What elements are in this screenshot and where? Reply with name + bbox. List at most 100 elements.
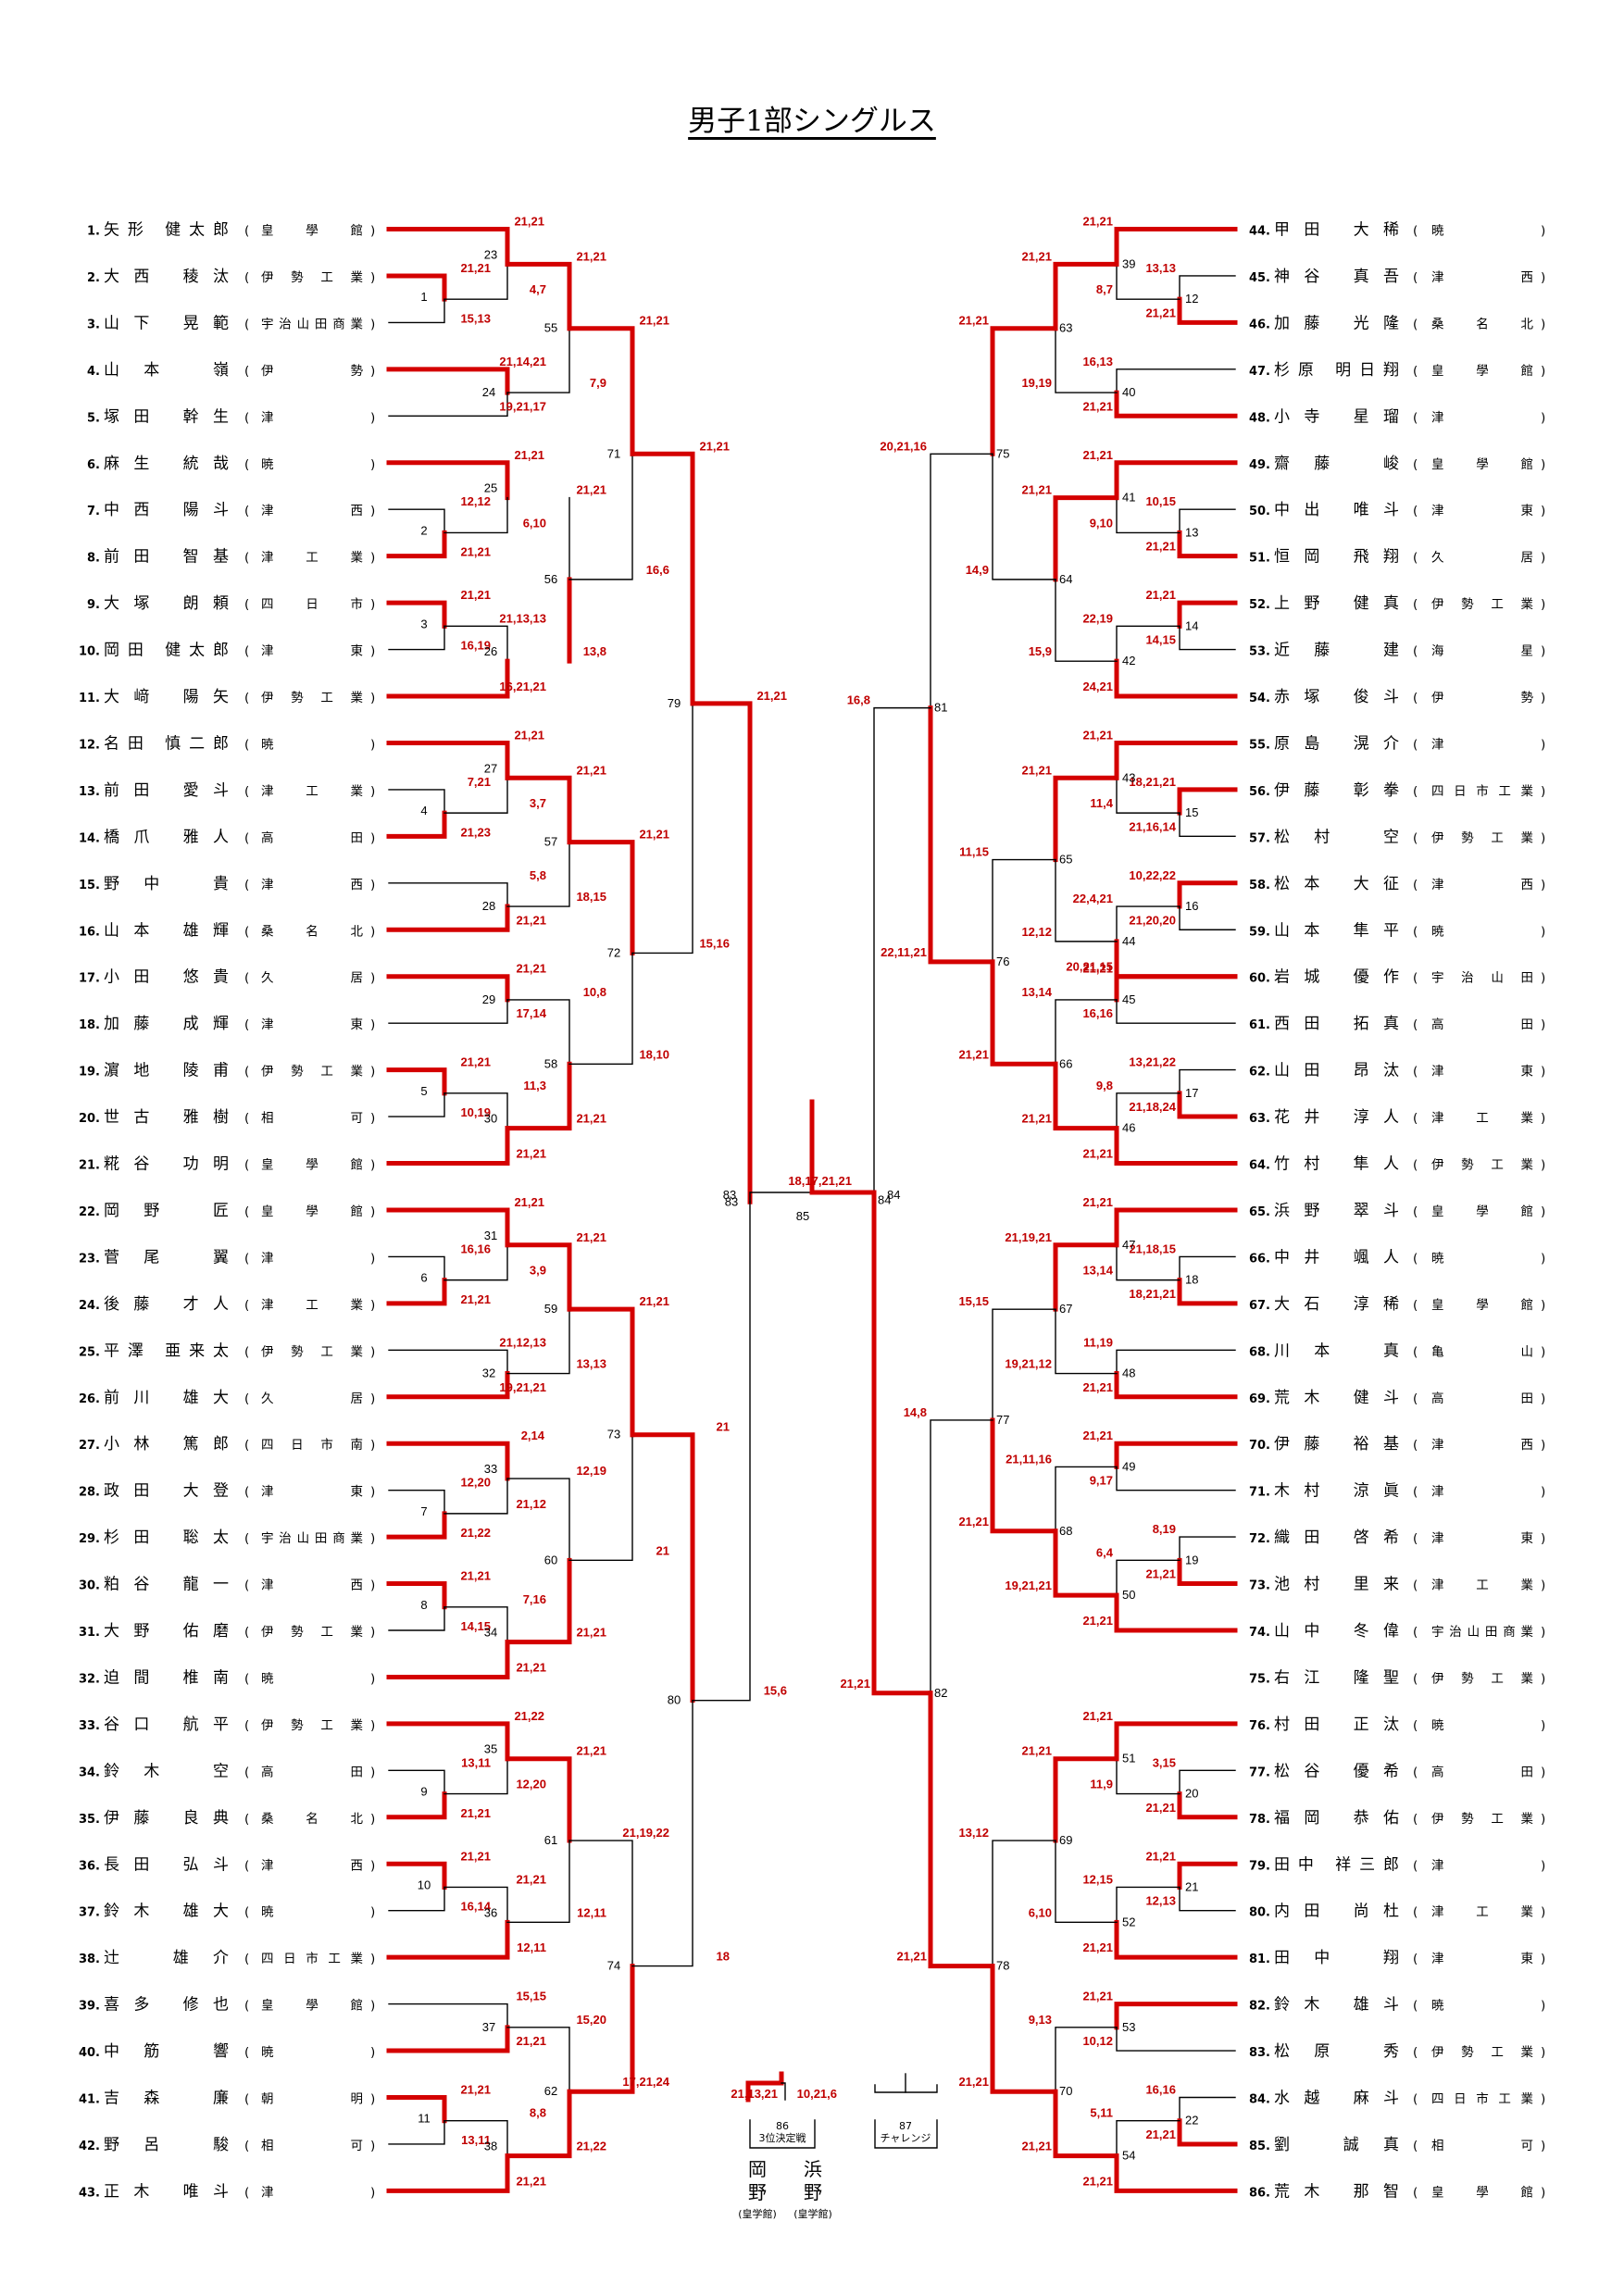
player-name: 後藤 才人 — [104, 1295, 229, 1314]
player-school: 皇 學 館 — [1431, 1204, 1533, 1219]
player-name: 水越 麻斗 — [1274, 2090, 1399, 2108]
match-score: 16,14 — [460, 1900, 491, 1914]
player-name: 大野 佑磨 — [104, 1622, 229, 1641]
match-number: 63 — [1059, 321, 1072, 335]
school-close: ) — [1541, 1952, 1545, 1966]
match-score: 13,13 — [576, 1357, 606, 1371]
bracket-line — [506, 2027, 570, 2092]
player-name: 加藤 光隆 — [1274, 314, 1399, 332]
winner-line — [386, 2095, 447, 2124]
player-school: 皇 學 館 — [261, 224, 363, 239]
match-score: 19,19 — [1021, 376, 1052, 390]
bracket-line — [443, 1478, 508, 1515]
school-close: ) — [1541, 1485, 1545, 1500]
player-name: 鈴木 空 — [104, 1762, 229, 1780]
match-score: 9,10 — [1090, 516, 1113, 530]
winner-line — [1053, 1061, 1119, 1131]
school-close: ) — [1541, 551, 1545, 566]
school-open: ( — [244, 644, 249, 659]
player-number: 20. — [79, 1112, 100, 1126]
school-open: ( — [1413, 457, 1418, 472]
player-number: 38. — [79, 1953, 100, 1966]
player-name: 大﨑 陽矢 — [104, 688, 229, 706]
player-number: 36. — [79, 1859, 100, 1873]
player-number: 43. — [79, 2186, 100, 2200]
match-number: 65 — [1059, 853, 1072, 867]
school-open: ( — [244, 1952, 249, 1966]
match-score: 21,21 — [639, 314, 669, 328]
winner-line — [990, 1964, 1058, 2094]
match-score: 19,21,21 — [1005, 1578, 1052, 1592]
bracket-line — [1116, 1466, 1236, 1491]
school-open: ( — [1413, 504, 1418, 518]
bracket-line — [388, 2003, 508, 2028]
player-school: 伊勢工業 — [1431, 830, 1534, 845]
player-school: 津 西 — [1431, 878, 1533, 892]
bracket-line — [1055, 858, 1118, 942]
school-open: ( — [1413, 1858, 1418, 1873]
match-score: 14,8 — [904, 1405, 927, 1419]
challenge-number: 87 — [899, 2120, 912, 2132]
player-number: 78. — [1249, 1813, 1270, 1827]
player-name: 矢形 健太郎 — [104, 221, 229, 240]
match-score: 22,11,21 — [881, 945, 927, 959]
player-name: 村田 正汰 — [1274, 1716, 1399, 1734]
match-number: 38 — [484, 2140, 497, 2153]
player-school: 伊 勢 — [1431, 691, 1534, 705]
school-close: ) — [370, 1578, 375, 1593]
winner-line — [386, 810, 447, 839]
player-name: 伊藤 裕基 — [1274, 1435, 1399, 1454]
match-score: 15,6 — [764, 1684, 787, 1698]
winner-line — [505, 261, 572, 331]
bracket-line — [388, 882, 508, 907]
winner-line — [386, 1919, 510, 1960]
winner-line — [1053, 261, 1119, 331]
school-open: ( — [1413, 830, 1418, 845]
player-number: 69. — [1249, 1392, 1270, 1406]
match-score: 16,21,21 — [499, 680, 546, 693]
player-number: 28. — [79, 1486, 100, 1500]
player-name: 麻生 統哉 — [104, 455, 229, 473]
match-score: 21,21 — [514, 1195, 544, 1209]
winner-line — [630, 1432, 695, 1703]
player-school: 津 東 — [261, 1017, 363, 1032]
match-score: 16,19 — [460, 639, 491, 653]
match-score: 21,21 — [1145, 306, 1176, 319]
match-score: 12,11 — [517, 1940, 546, 1954]
match-score: 21 — [717, 1420, 730, 1434]
school-open: ( — [244, 1438, 249, 1453]
match-number: 28 — [482, 899, 495, 913]
player-school: 暁 — [261, 457, 274, 472]
player-name: 中井 颯人 — [1274, 1248, 1399, 1267]
player-number: 79. — [1249, 1859, 1270, 1873]
player-number: 13. — [79, 785, 100, 799]
school-close: ) — [1541, 364, 1545, 379]
match-number: 16 — [1185, 899, 1198, 913]
bracket-line — [568, 1840, 633, 1967]
player-number: 21. — [79, 1159, 100, 1173]
match-number: 73 — [607, 1428, 620, 1441]
bracket-line — [1179, 625, 1236, 651]
player-number: 24. — [79, 1299, 100, 1313]
player-school: 伊勢工業 — [261, 691, 364, 705]
player-number: 54. — [1249, 692, 1270, 705]
player-name: 田中 翔 — [1274, 1949, 1399, 1967]
bracket-line — [506, 841, 570, 907]
winner-line — [1114, 1592, 1238, 1633]
finalist-left-name: 岡 — [748, 2158, 767, 2180]
player-number: 63. — [1249, 1112, 1270, 1126]
player-school: 津 — [261, 1251, 274, 1266]
match-number: 40 — [1122, 385, 1135, 399]
school-open: ( — [244, 1251, 249, 1266]
bracket-line — [1116, 905, 1181, 942]
player-school: 久 居 — [1431, 551, 1533, 566]
player-school: 暁 — [261, 2045, 274, 2060]
match-score: 21,21 — [460, 545, 491, 559]
match-score: 21,21 — [1082, 1429, 1113, 1442]
school-close: ) — [1541, 1625, 1545, 1640]
bracket-line — [388, 508, 445, 534]
match-number: 46 — [1122, 1121, 1135, 1135]
school-close: ) — [1541, 1111, 1545, 1126]
player-name: 中西 陽斗 — [104, 501, 229, 519]
bracket-line — [1179, 1255, 1236, 1281]
